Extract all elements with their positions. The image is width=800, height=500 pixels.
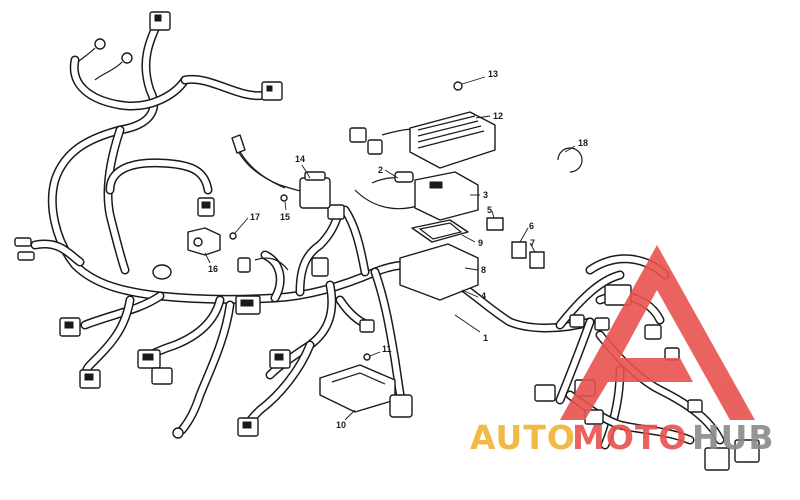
callout-15: 15 xyxy=(280,212,290,222)
callout-3: 3 xyxy=(483,190,488,200)
callout-5: 5 xyxy=(487,205,492,215)
callout-labels: 1 2 3 4 5 6 7 8 9 10 11 12 13 14 15 16 1… xyxy=(208,69,588,430)
callout-7: 7 xyxy=(530,238,535,248)
callout-17: 17 xyxy=(250,212,260,222)
callout-13: 13 xyxy=(488,69,498,79)
thin-leads xyxy=(77,47,583,271)
callout-leaders xyxy=(204,76,576,421)
watermark-triangle xyxy=(560,245,755,420)
callout-14: 14 xyxy=(295,154,305,164)
connectors xyxy=(14,11,760,471)
callout-4: 4 xyxy=(481,291,486,301)
callout-8: 8 xyxy=(481,265,486,275)
callout-10: 10 xyxy=(336,420,346,430)
callout-12: 12 xyxy=(493,111,503,121)
callout-11: 11 xyxy=(382,344,392,354)
callout-6: 6 xyxy=(529,221,534,231)
callout-16: 16 xyxy=(208,264,218,274)
watermark-auto: AUTO xyxy=(470,418,576,457)
callout-1: 1 xyxy=(483,333,488,343)
harness-bundles xyxy=(30,13,725,450)
watermark-hub: HUB xyxy=(692,418,775,457)
callout-18: 18 xyxy=(578,138,588,148)
callout-2: 2 xyxy=(378,165,383,175)
watermark-moto: MOTO xyxy=(572,418,687,457)
watermark: AUTO MOTO HUB xyxy=(470,245,775,457)
callout-9: 9 xyxy=(478,238,483,248)
